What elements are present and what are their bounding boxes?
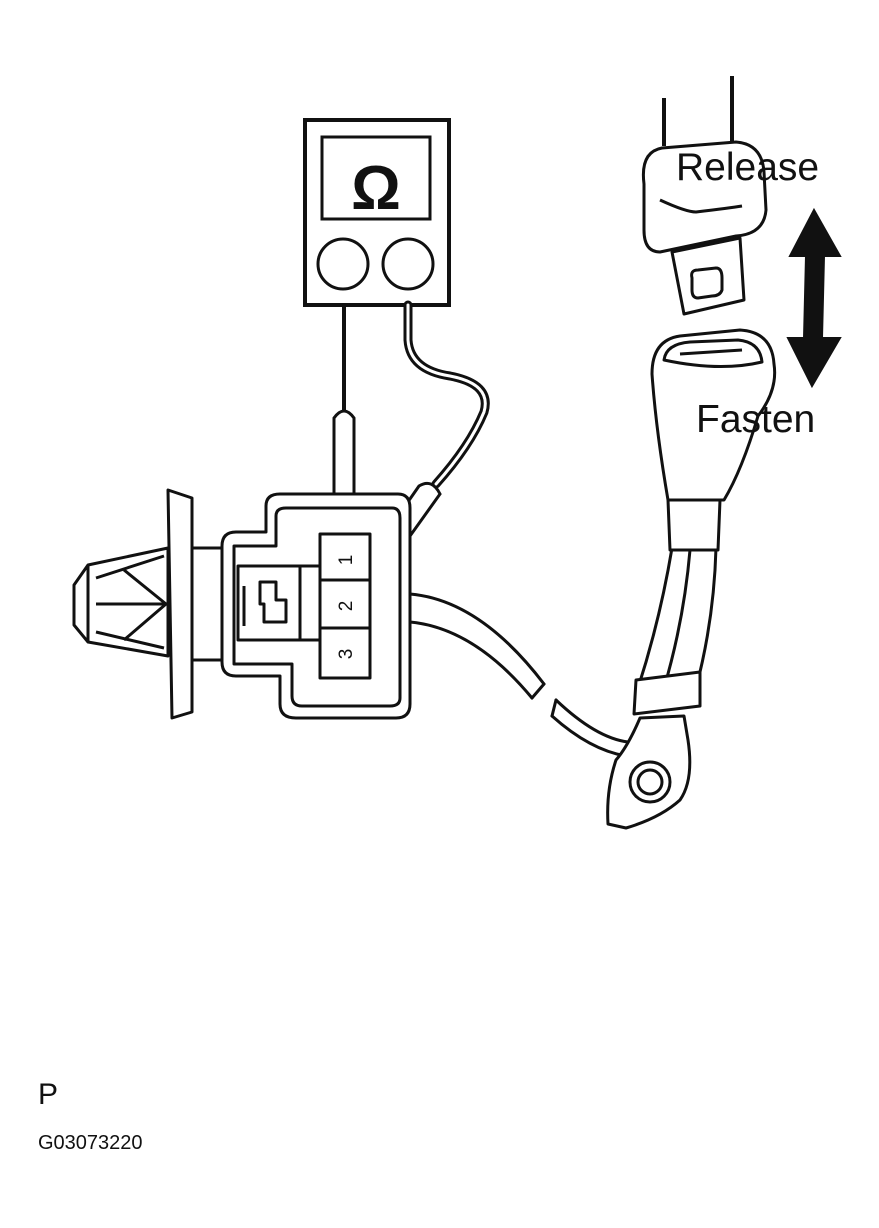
figure-code: G03073220 [38, 1132, 143, 1154]
ohmmeter-terminal-right [381, 237, 435, 291]
test-lead-right-wire-core [406, 303, 487, 486]
ohmmeter: Ω [303, 118, 451, 307]
release-label: Release [676, 146, 820, 189]
test-lead-right-wire [403, 300, 490, 489]
connector-housing [220, 492, 412, 720]
test-leads [342, 300, 490, 489]
footer-mark: P [38, 1078, 59, 1111]
connector-pin-3: 3 [336, 649, 357, 660]
ohm-symbol: Ω [351, 154, 401, 223]
ohmmeter-terminal-left [316, 237, 370, 291]
anchor-bolt-hole-icon [628, 760, 672, 804]
buckle-head [650, 328, 777, 502]
release-fasten-arrow-icon [786, 207, 842, 389]
connector-pin-2: 2 [336, 601, 357, 612]
buckle-strap [636, 546, 718, 690]
fasten-label: Fasten [696, 398, 816, 441]
connector-pin-1: 1 [336, 555, 357, 566]
seat-belt-buckle [606, 328, 777, 830]
mounting-clip [72, 488, 226, 720]
ohmmeter-display [320, 135, 432, 221]
seat-belt-tongue [641, 76, 768, 316]
harness-wire [408, 592, 630, 758]
